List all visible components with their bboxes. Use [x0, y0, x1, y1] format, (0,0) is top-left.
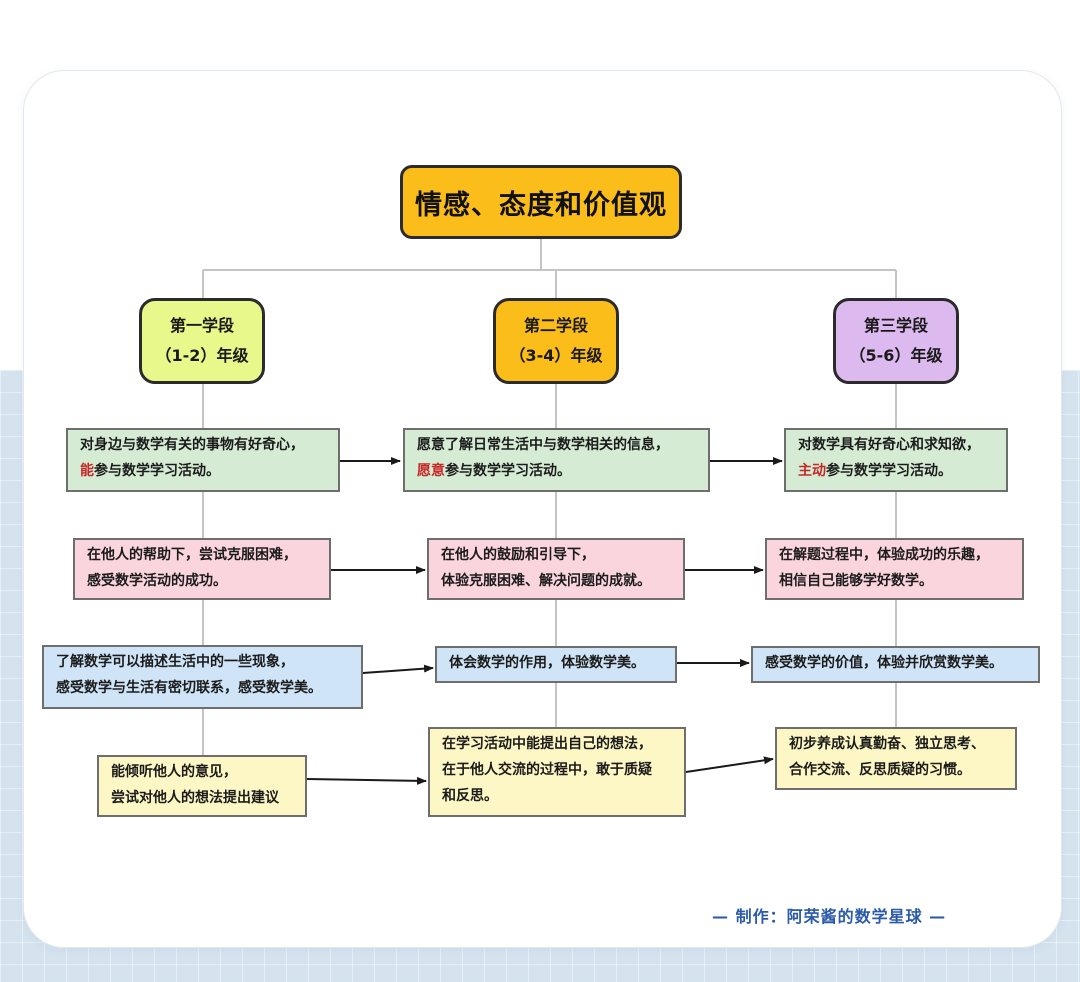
stage-3-name: 第三学段	[863, 316, 928, 335]
row2-stage3-line1: 在解题过程中，体验成功的乐趣，	[779, 547, 989, 563]
row4-stage3-line1: 初步养成认真勤奋、独立思考、	[789, 736, 985, 752]
row3-stage3-box: 感受数学的价值，体验并欣赏数学美。	[751, 646, 1040, 683]
row3-stage1-box: 了解数学可以描述生活中的一些现象， 感受数学与生活有密切联系，感受数学美。	[42, 645, 363, 709]
stage-3-grades: （5-6）年级	[849, 346, 943, 365]
row2-stage2-line1: 在他人的鼓励和引导下，	[441, 547, 595, 563]
tree-connectors	[202, 239, 897, 755]
row4-stage1-box: 能倾听他人的意见， 尝试对他人的想法提出建议	[97, 755, 307, 817]
row4-stage3-box: 初步养成认真勤奋、独立思考、 合作交流、反思质疑的习惯。	[775, 727, 1017, 790]
row1-stage2-rest: 参与数学学习活动。	[445, 463, 571, 479]
stage-1-header: 第一学段 （1-2）年级	[139, 298, 265, 384]
row1-stage1-rest: 参与数学学习活动。	[94, 463, 220, 479]
row2-stage2-line2: 体验克服困难、解决问题的成就。	[441, 573, 651, 589]
row2-stage3-line2: 相信自己能够学好数学。	[779, 573, 933, 589]
author-credit: — 制作：阿荣酱的数学星球 —	[712, 907, 947, 926]
row4-stage2-line3: 和反思。	[442, 788, 498, 804]
row3-stage2-box: 体会数学的作用，体验数学美。	[435, 646, 677, 683]
row2-stage3-box: 在解题过程中，体验成功的乐趣， 相信自己能够学好数学。	[765, 538, 1024, 600]
stage-2-header: 第二学段 （3-4）年级	[493, 298, 619, 384]
row2-stage1-line2: 感受数学活动的成功。	[87, 573, 227, 589]
stage-1-grades: （1-2）年级	[155, 346, 249, 365]
stage-3-header: 第三学段 （5-6）年级	[833, 298, 959, 384]
row2-stage2-box: 在他人的鼓励和引导下， 体验克服困难、解决问题的成就。	[427, 538, 685, 600]
row4-stage2-line1: 在学习活动中能提出自己的想法，	[442, 736, 652, 752]
row1-stage2-highlight: 愿意	[417, 463, 445, 479]
row2-stage1-line1: 在他人的帮助下，尝试克服困难，	[87, 547, 297, 563]
row1-stage3-box: 对数学具有好奇心和求知欲， 主动参与数学学习活动。	[784, 428, 1008, 492]
row4-stage2-line2: 在于他人交流的过程中，敢于质疑	[442, 762, 652, 778]
row1-stage1-line1: 对身边与数学有关的事物有好奇心，	[80, 437, 304, 453]
row4-stage2-box: 在学习活动中能提出自己的想法， 在于他人交流的过程中，敢于质疑 和反思。	[428, 727, 686, 817]
row4-stage3-line2: 合作交流、反思质疑的习惯。	[789, 762, 971, 778]
row3-stage3-line1: 感受数学的价值，体验并欣赏数学美。	[765, 655, 1003, 671]
row1-stage3-rest: 参与数学学习活动。	[826, 463, 952, 479]
row1-stage3-line1: 对数学具有好奇心和求知欲，	[798, 437, 980, 453]
row1-stage2-box: 愿意了解日常生活中与数学相关的信息， 愿意参与数学学习活动。	[403, 428, 710, 492]
row2-stage1-box: 在他人的帮助下，尝试克服困难， 感受数学活动的成功。	[73, 538, 331, 600]
row3-stage1-line1: 了解数学可以描述生活中的一些现象，	[56, 654, 294, 670]
row4-stage1-line2: 尝试对他人的想法提出建议	[111, 790, 279, 806]
row1-stage2-line1: 愿意了解日常生活中与数学相关的信息，	[417, 437, 669, 453]
row1-stage1-box: 对身边与数学有关的事物有好奇心， 能参与数学学习活动。	[66, 428, 340, 492]
row4-stage1-line1: 能倾听他人的意见，	[111, 764, 237, 780]
diagram-title: 情感、态度和价值观	[400, 165, 682, 239]
row1-stage1-highlight: 能	[80, 463, 94, 479]
stage-1-name: 第一学段	[169, 316, 234, 335]
progression-arrows	[306, 457, 783, 785]
row3-stage2-line1: 体会数学的作用，体验数学美。	[449, 655, 645, 671]
stage-2-name: 第二学段	[523, 316, 588, 335]
stage-2-grades: （3-4）年级	[509, 346, 603, 365]
row1-stage3-highlight: 主动	[798, 463, 826, 479]
row3-stage1-line2: 感受数学与生活有密切联系，感受数学美。	[56, 680, 322, 696]
